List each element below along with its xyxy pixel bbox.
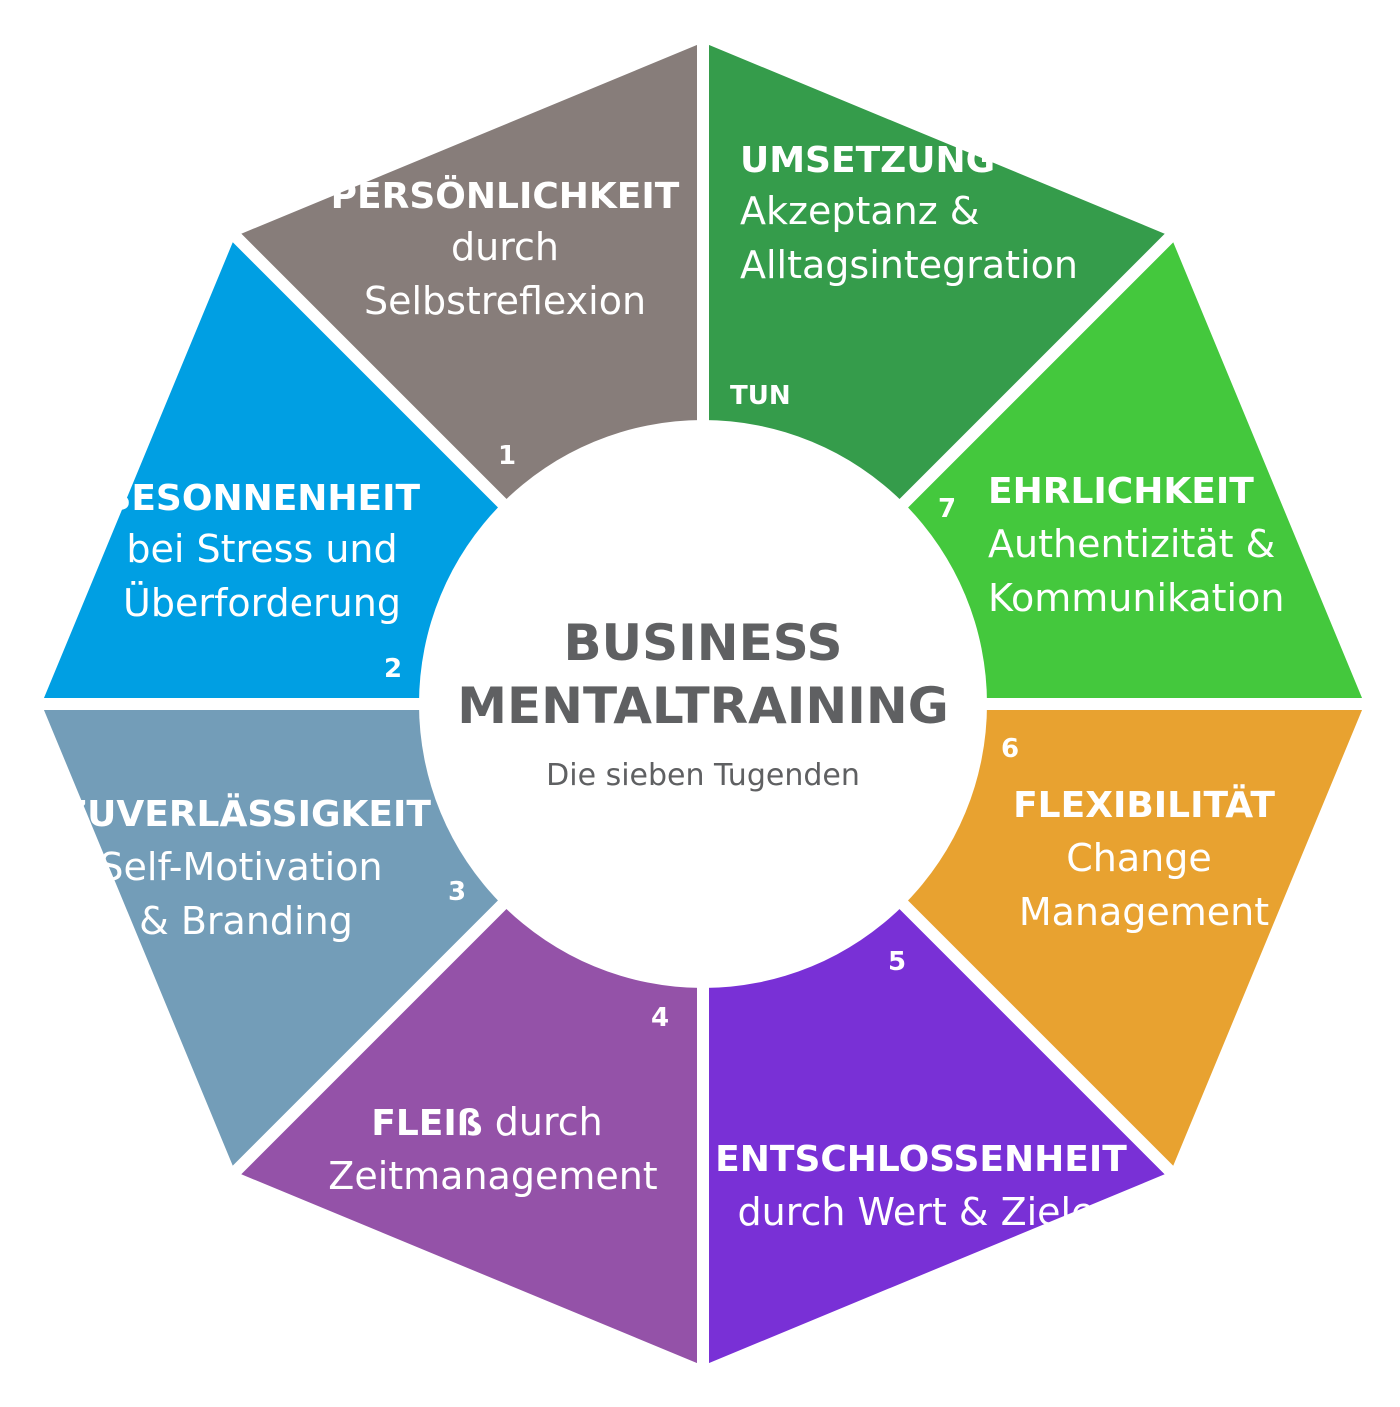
segment-persoenlichkeit-number: 1 — [498, 441, 516, 471]
segment-ehrlichkeit-line1: Authentizität & — [988, 522, 1275, 566]
segment-besonnenheit-title: BESONNENHEIT — [104, 478, 421, 519]
segment-persoenlichkeit-title: PERSÖNLICHKEIT — [331, 175, 680, 217]
segment-entschlossenheit-line1: durch Wert & Ziele — [738, 1190, 1095, 1234]
segment-umsetzung-line2: Alltagsintegration — [740, 243, 1078, 287]
segment-fleiss-line1: Zeitmanagement — [328, 1154, 657, 1198]
segment-flexibilitaet-number: 6 — [1001, 734, 1019, 764]
segment-zuverlaessigkeit-title: ZUVERLÄSSIGKEIT — [61, 793, 431, 835]
center-title-line1: BUSINESS — [563, 614, 842, 672]
segment-besonnenheit-line1: bei Stress und — [126, 527, 397, 571]
segment-umsetzung-title: UMSETZUNG — [740, 140, 995, 181]
segment-besonnenheit-number: 2 — [384, 654, 402, 684]
segment-entschlossenheit-number: 5 — [888, 947, 906, 977]
segment-entschlossenheit-title: ENTSCHLOSSENHEIT — [715, 1139, 1127, 1180]
segment-zuverlaessigkeit-line1: Self-Motivation — [99, 845, 382, 889]
segment-ehrlichkeit-line2: Kommunikation — [988, 576, 1284, 620]
segment-persoenlichkeit-line1: durch — [451, 225, 559, 269]
center-circle — [419, 420, 987, 988]
segment-fleiss-title-rest: durch — [483, 1100, 603, 1144]
segment-umsetzung-tag: TUN — [730, 381, 791, 411]
segment-fleiss-title: FLEIß — [371, 1103, 482, 1144]
segment-zuverlaessigkeit-line2: & Branding — [139, 899, 353, 943]
segment-umsetzung-line1: Akzeptanz & — [740, 189, 979, 233]
segment-fleiss-number: 4 — [651, 1003, 669, 1033]
center-title-line2: MENTALTRAINING — [457, 677, 949, 735]
segment-fleiss-title-line: FLEIß durch — [371, 1100, 602, 1144]
segment-ehrlichkeit-title: EHRLICHKEIT — [988, 471, 1254, 512]
center-subtitle: Die sieben Tugenden — [546, 758, 860, 793]
segment-besonnenheit-line2: Überforderung — [123, 581, 401, 625]
segment-zuverlaessigkeit-number: 3 — [448, 877, 466, 907]
segment-persoenlichkeit-line2: Selbstreflexion — [364, 279, 646, 323]
segment-flexibilitaet-line1: Change — [1066, 836, 1212, 880]
segment-flexibilitaet-line2: Management — [1019, 890, 1269, 934]
segment-flexibilitaet-title: FLEXIBILITÄT — [1013, 784, 1275, 826]
segment-ehrlichkeit-number: 7 — [938, 494, 956, 524]
